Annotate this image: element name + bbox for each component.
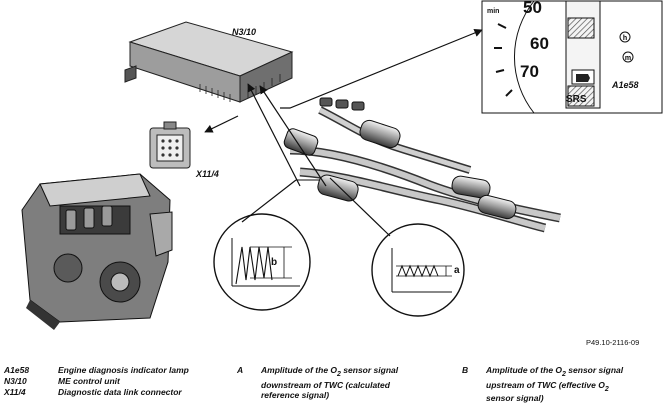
figure-reference: P49.10-2116-09 [586, 338, 640, 347]
gauge-min-label: min [487, 8, 500, 15]
legend-code-3: X11/4 [4, 387, 26, 397]
legend-a-line1: Amplitude of the O2 sensor signal [261, 365, 399, 378]
engine-illustration [21, 173, 173, 330]
legend-a-key: A [237, 365, 244, 375]
dlc-x11-4-illustration [149, 121, 191, 169]
legend-desc-2: ME control unit [58, 376, 120, 386]
legend-a-line3: reference signal) [261, 390, 330, 400]
label-lamp: A1e58 [612, 80, 639, 90]
label-ecu: N3/10 [232, 27, 257, 37]
waveform-leader-lines [241, 177, 391, 237]
legend-code-1: A1e58 [4, 365, 30, 375]
svg-text:m: m [625, 55, 631, 62]
ecu-n3-10-illustration [124, 21, 294, 103]
signal-arrows [204, 28, 483, 187]
waveform-a-circle [371, 223, 465, 317]
label-dlc: X11/4 [196, 169, 219, 179]
legend-b-line2: upstream of TWC (effective O2 [486, 380, 609, 393]
legend-desc-1: Engine diagnosis indicator lamp [58, 365, 189, 375]
legend-b-key: B [462, 365, 469, 375]
speed-70-label: 70 [520, 62, 539, 81]
speed-60-label: 60 [530, 34, 549, 53]
legend-b-line3: sensor signal) [486, 393, 544, 403]
wave-a-label: a [454, 265, 460, 276]
wave-b-label: b [271, 257, 278, 268]
waveform-b-circle [213, 213, 311, 311]
legend-desc-3: Diagnostic data link connector [58, 387, 182, 397]
legend-a-line2: downstream of TWC (calculated [261, 380, 390, 390]
legend-code-2: N3/10 [4, 376, 27, 386]
instrument-cluster-inset: h m [481, 0, 663, 114]
exhaust-system-illustration [283, 97, 561, 233]
svg-text:h: h [623, 35, 627, 42]
label-srs: SRS [566, 94, 587, 105]
speed-50-label: 50 [523, 0, 542, 17]
legend-b-line1: Amplitude of the O2 sensor signal [486, 365, 624, 378]
